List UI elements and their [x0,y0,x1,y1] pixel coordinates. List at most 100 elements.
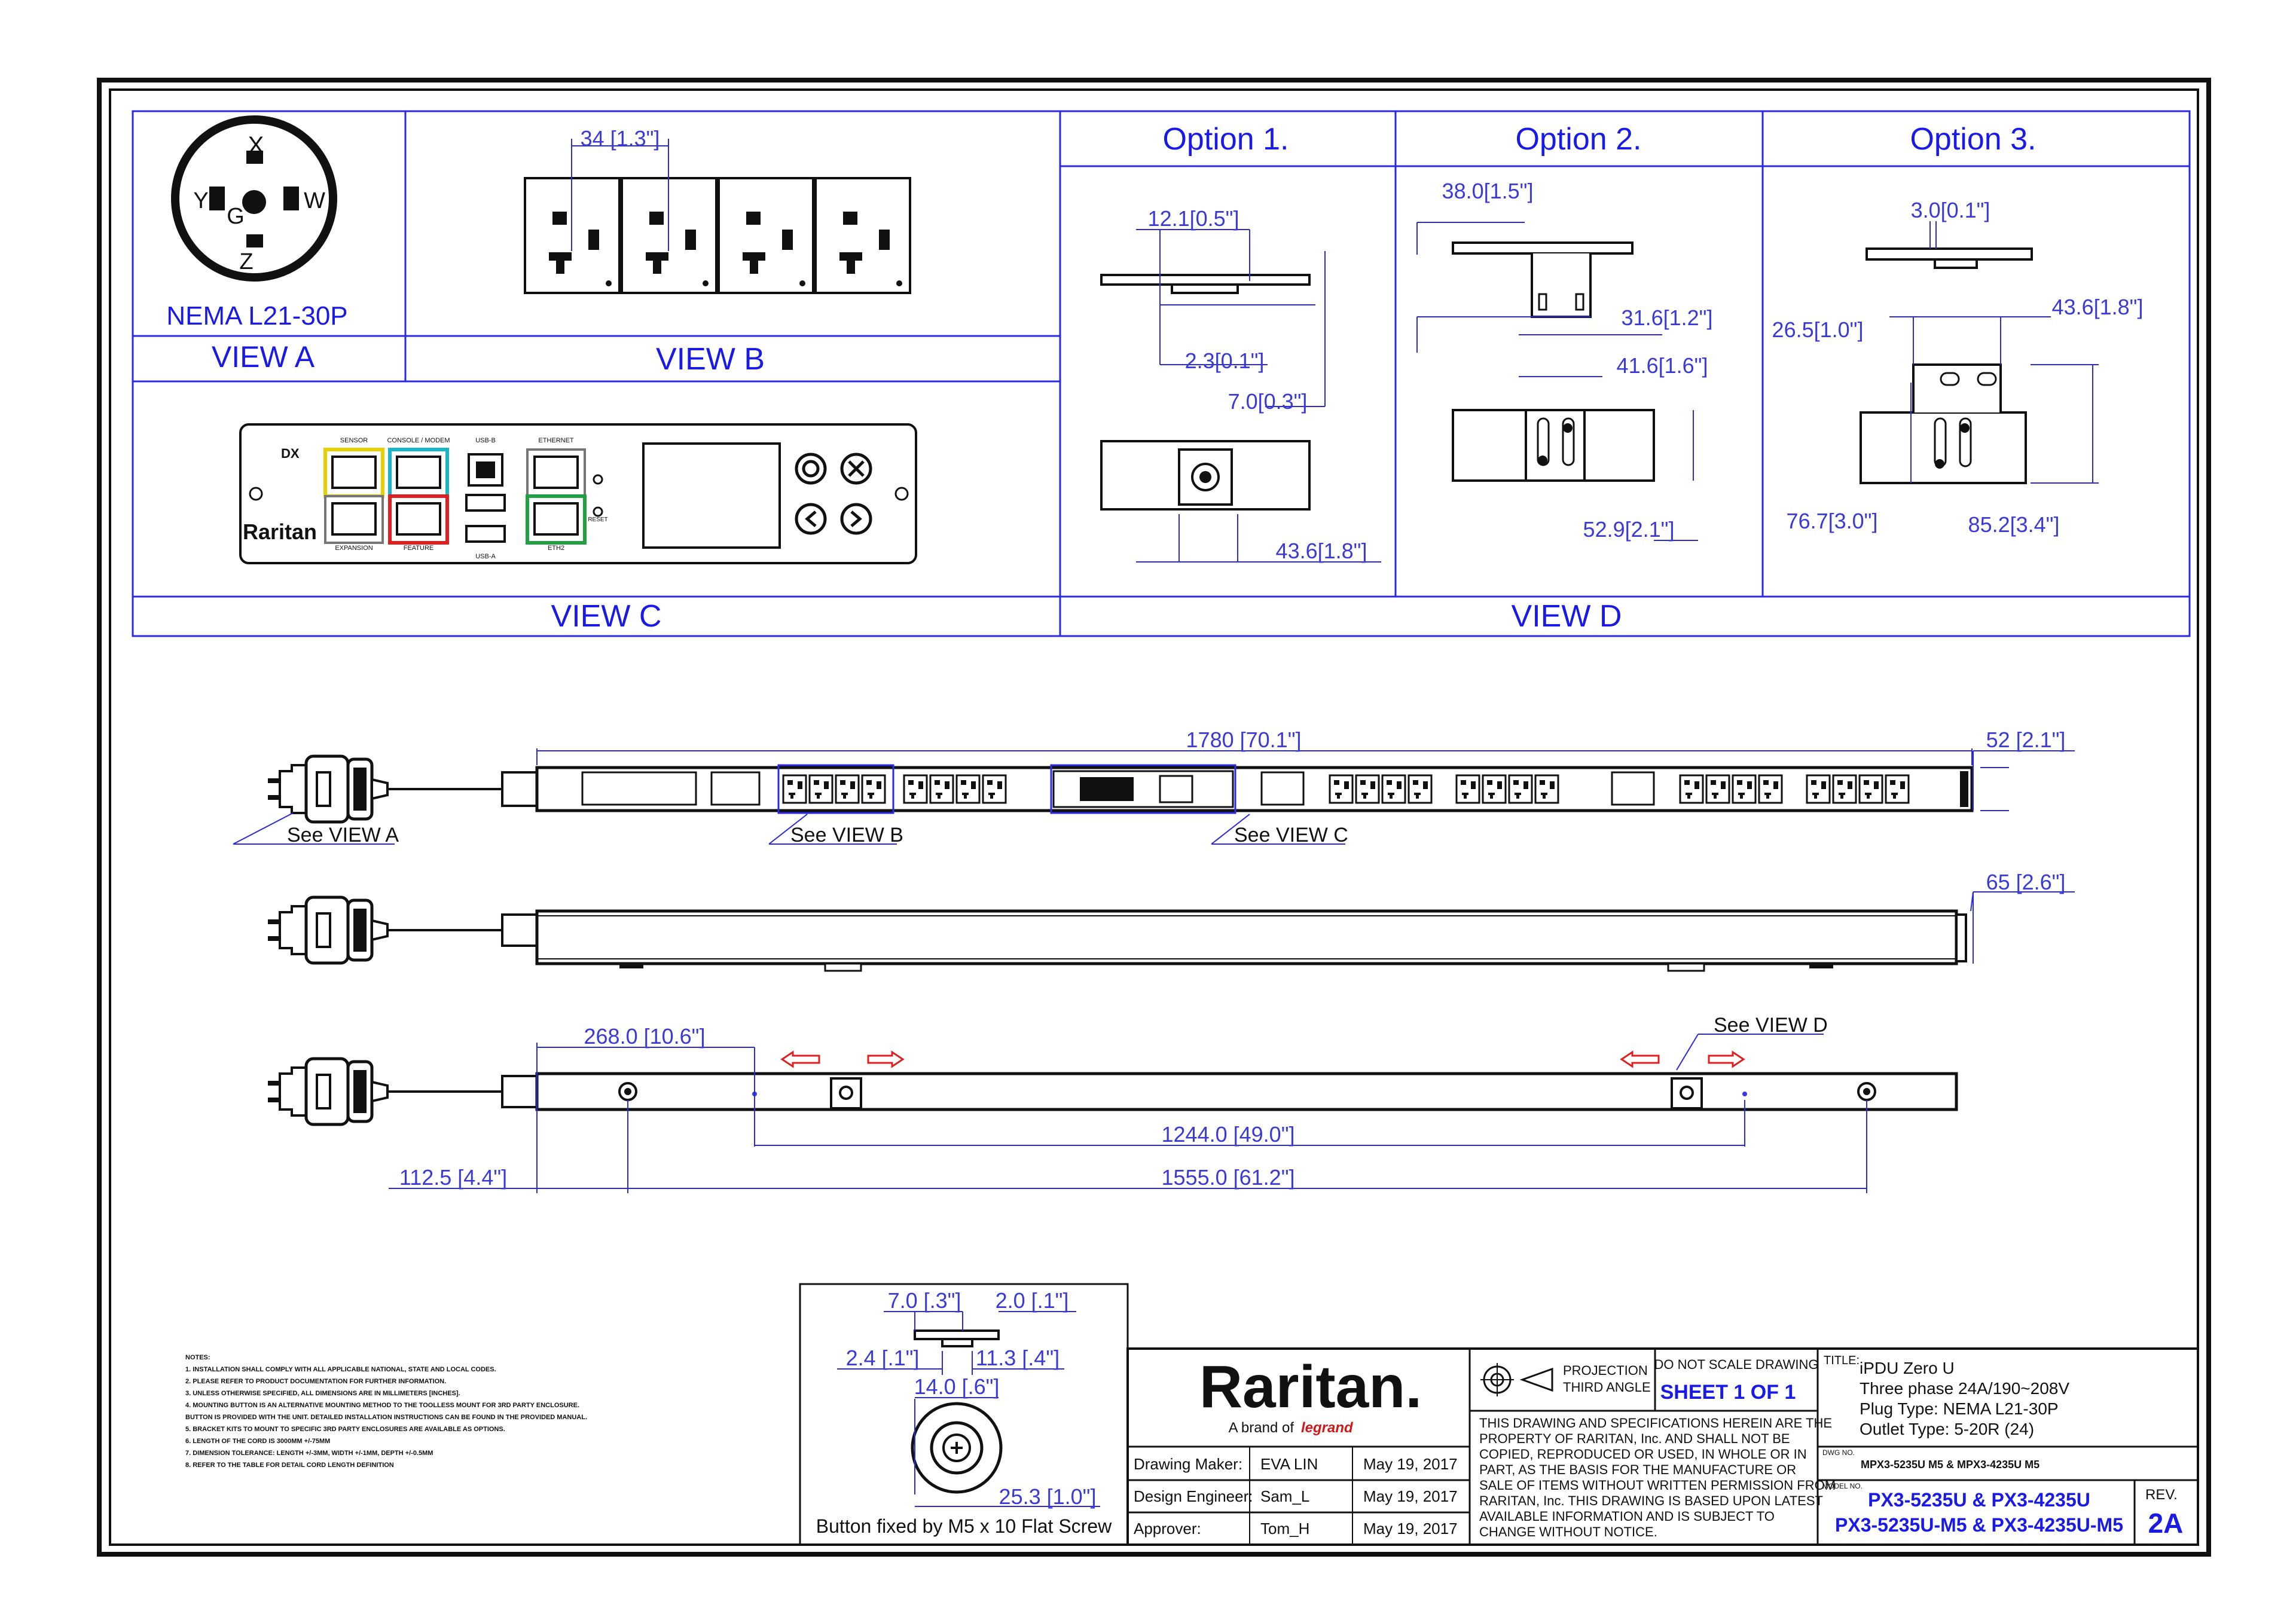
pdu-rear-view: 268.0 [10.6"] 1244.0 [49.0"] 112.5 [4.4"… [268,1014,1958,1193]
view-b-label: VIEW B [656,342,765,377]
dim-1555: 1555.0 [61.2"] [1162,1165,1295,1190]
option-3-drawing: 3.0[0.1"] 26.5[1.0"] 43.6[1.8"] 76.7[3.0… [1772,198,2144,537]
view-c-label: VIEW C [551,599,662,634]
port-label-usb-a: USB-A [475,553,496,560]
title-line-1: iPDU Zero U [1860,1359,1955,1377]
btn-dim-3: 2.4 [.1"] [846,1346,920,1370]
opt2-dim-3: 41.6[1.6"] [1617,353,1708,378]
svg-text:BUTTON IS PROVIDED WITH THE UN: BUTTON IS PROVIDED WITH THE UNIT. DETAIL… [185,1414,587,1421]
design-engineer-date: May 19, 2017 [1363,1487,1458,1505]
title-line-3: Plug Type: NEMA L21-30P [1860,1399,2059,1418]
slide-arrow-right-icon [867,1050,905,1068]
svg-text:SALE OF ITEMS WITHOUT WRITTEN: SALE OF ITEMS WITHOUT WRITTEN PERMISSION… [1479,1478,1836,1493]
button-caption: Button fixed by M5 x 10 Flat Screw [816,1515,1112,1537]
do-not-scale: DO NOT SCALE DRAWING [1654,1357,1818,1372]
legrand-logo: legrand [1301,1420,1354,1436]
svg-text:CHANGE WITHOUT NOTICE.: CHANGE WITHOUT NOTICE. [1479,1524,1657,1539]
reset-label: RESET [588,516,607,523]
port-label-usb-b: USB-B [475,437,496,444]
width-dim: 52 [2.1"] [1986,728,2066,752]
outlet-module [718,177,814,294]
overall-length-dim: 1780 [70.1"] [1186,728,1302,752]
pin-y-label: Y [193,188,208,213]
port-label-expansion: EXPANSION [335,545,373,552]
button-detail: 7.0 [.3"] 2.0 [.1"] 2.4 [.1"] 11.3 [.4"]… [799,1283,1129,1546]
model-label: MODEL NO. [1822,1482,1863,1490]
svg-text:7. DIMENSION TOLERANCE: LENGTH: 7. DIMENSION TOLERANCE: LENGTH +/-3MM, W… [185,1450,433,1457]
btn-dim-5: 14.0 [.6"] [914,1374,1000,1399]
sheet-number: SHEET 1 OF 1 [1660,1381,1796,1404]
option-3-heading: Option 3. [1910,122,2036,157]
opt1-dim-2: 2.3[0.1"] [1185,349,1265,373]
model-line-1: PX3-5235U & PX3-4235U [1868,1489,2090,1511]
opt3-dim-1: 3.0[0.1"] [1911,198,1990,222]
approver: Tom_H [1260,1520,1309,1538]
svg-text:8. REFER TO THE TABLE FOR DETA: 8. REFER TO THE TABLE FOR DETAIL CORD LE… [185,1462,394,1469]
see-view-d: See VIEW D [1714,1014,1828,1037]
dwg-number: MPX3-5235U M5 & MPX3-4235U M5 [1861,1459,2039,1471]
view-d-label: VIEW D [1512,599,1622,634]
design-engineer-label: Design Engineer: [1134,1487,1253,1505]
title-line-4: Outlet Type: 5-20R (24) [1860,1420,2034,1438]
design-engineer: Sam_L [1260,1487,1309,1505]
option-1-heading: Option 1. [1162,122,1289,157]
dim-1244: 1244.0 [49.0"] [1162,1122,1295,1147]
dim-268: 268.0 [10.6"] [584,1024,706,1049]
dim-112: 112.5 [4.4"] [399,1165,507,1190]
see-view-b: See VIEW B [790,824,903,846]
title-block: Raritan. A brand of legrand Drawing Make… [1126,1347,2199,1546]
outlet-module [814,177,911,294]
pin-g-label: G [227,204,245,229]
depth-dim: 65 [2.6"] [1986,870,2066,894]
opt3-dim-3: 43.6[1.8"] [2052,295,2144,319]
opt3-dim-4: 76.7[3.0"] [1787,509,1878,533]
btn-dim-4: 11.3 [.4"] [976,1346,1060,1370]
model-line-2: PX3-5235U-M5 & PX3-4235U-M5 [1835,1514,2123,1536]
projection-line1: PROJECTION [1563,1363,1648,1378]
notes: NOTES: 1. INSTALLATION SHALL COMPLY WITH… [185,1354,587,1469]
drawing-maker: EVA LIN [1260,1455,1318,1473]
raritan-logo: Raritan. [1199,1353,1422,1420]
opt2-dim-4: 52.9[2.1"] [1583,517,1675,542]
slide-arrow-left-icon [1620,1050,1660,1068]
option-1-drawing: 12.1[0.5"] 2.3[0.1"] 7.0[0.3"] 43.6[1.8"… [1100,206,1381,563]
slide-arrow-left-icon [780,1050,820,1068]
view-c: DX Raritan SENSOR CONSOLE / MODEM USB-B … [239,423,917,634]
pdu-side-view: 65 [2.6"] [268,870,2075,972]
opt1-dim-4: 43.6[1.8"] [1276,539,1367,563]
plug-type-label: NEMA L21-30P [166,301,347,331]
option-2-drawing: 38.0[1.5"] 31.6[1.2"] 41.6[1.6"] 52.9[2.… [1416,179,1713,542]
btn-dim-2: 2.0 [.1"] [996,1288,1069,1313]
svg-text:2. PLEASE REFER TO PRODUCT DOC: 2. PLEASE REFER TO PRODUCT DOCUMENTATION… [185,1378,446,1385]
btn-dim-6: 25.3 [1.0"] [999,1484,1097,1509]
svg-text:5. BRACKET KITS TO MOUNT TO SP: 5. BRACKET KITS TO MOUNT TO SPECIFIC 3RD… [185,1426,505,1433]
port-label-eth: ETHERNET [538,437,574,444]
svg-text:PROPERTY OF RARITAN, Inc. AND: PROPERTY OF RARITAN, Inc. AND SHALL NOT … [1479,1431,1790,1446]
drawing-maker-date: May 19, 2017 [1363,1455,1458,1473]
opt3-dim-2: 26.5[1.0"] [1772,317,1864,342]
see-view-a: See VIEW A [287,824,399,846]
outer-border [97,78,2211,1557]
approver-label: Approver: [1134,1520,1201,1538]
dwg-label: DWG NO. [1822,1448,1855,1457]
rev-label: REV. [2145,1487,2178,1503]
pin-z-label: Z [239,249,253,274]
plug-face [171,115,337,282]
slide-arrow-right-icon [1708,1050,1745,1068]
port-label-feature: FEATURE [404,545,434,552]
outlet-pitch-dim: 34 [1.3"] [581,126,660,151]
revision: 2A [2148,1508,2184,1539]
port-label-eth2: ETH2 [548,545,564,552]
btn-dim-1: 7.0 [.3"] [888,1288,961,1313]
projection-line2: THIRD ANGLE [1563,1380,1651,1395]
right-button-icon [840,503,872,535]
brand-of-label: A brand of [1229,1420,1294,1436]
pdu-front-view: 1780 [70.1"] 52 [2.1"] See VIEW A See VI… [233,728,2075,846]
opt2-dim-1: 38.0[1.5"] [1442,179,1534,203]
opt2-dim-2: 31.6[1.2"] [1622,305,1713,330]
svg-text:6. LENGTH OF THE CORD IS 3000M: 6. LENGTH OF THE CORD IS 3000MM +/-75MM [185,1438,330,1445]
approver-date: May 19, 2017 [1363,1520,1458,1538]
pin-w-label: W [304,188,325,213]
svg-text:PART, AS THE BASIS FOR THE MAN: PART, AS THE BASIS FOR THE MANUFACTURE O… [1479,1462,1796,1477]
